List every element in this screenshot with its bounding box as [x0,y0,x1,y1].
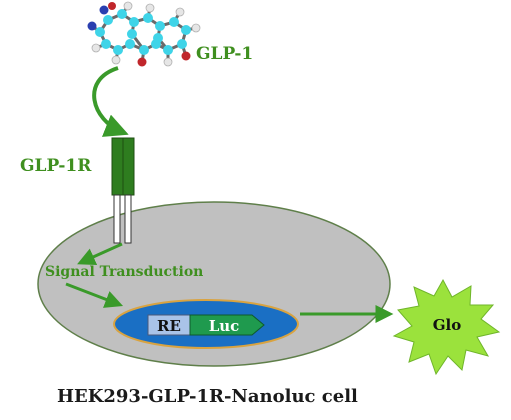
re-label: RE [157,317,181,335]
binding-arrow [92,66,129,137]
receptor-icon [111,137,135,244]
glo-burst-icon [392,278,501,376]
glo-label: Glo [433,316,462,334]
luc-label: Luc [209,317,240,335]
signal-arrow-2 [65,282,124,308]
luc-arrow [189,314,265,336]
cell-line-caption: HEK293-GLP-1R-Nanoluc cell [57,386,358,407]
receptor-label: GLP-1R [20,156,92,176]
glp1-molecule-icon [87,1,201,67]
pathway-label: Signal Transduction [45,264,204,280]
ligand-label: GLP-1 [196,44,254,64]
signal-arrow-1 [77,242,123,266]
